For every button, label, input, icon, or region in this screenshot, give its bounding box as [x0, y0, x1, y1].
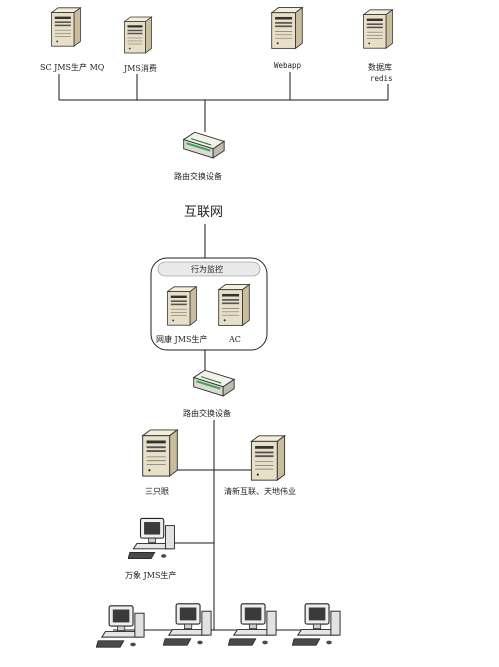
pc-label-wanxiang: 万象 JMS生产: [125, 570, 176, 580]
server-icon: [250, 435, 286, 481]
server-icon: [271, 7, 303, 49]
server-icon: [124, 16, 152, 54]
server-icon: [218, 284, 250, 326]
top-network-bus: [58, 72, 389, 132]
behavior-monitor-group: [150, 257, 268, 351]
pc-icon: [292, 603, 341, 646]
server-icon: [142, 429, 178, 477]
monitor-server-label-wangkang: 网康 JMS生产: [156, 334, 207, 344]
pc-icon: [228, 603, 277, 646]
server-label-sc-jms-mq: SC JMS生产 MQ: [40, 62, 105, 72]
server-sublabel-redis: redis: [370, 74, 393, 83]
monitor-box-title: 行为监控: [191, 264, 223, 274]
bottom-network-bus: [113, 420, 322, 631]
internet-label: 互联网: [184, 205, 223, 220]
pc-icon: [163, 603, 212, 646]
server-label-sanzhiyan: 三只眼: [145, 487, 169, 496]
server-icon: [363, 9, 393, 49]
server-label-webapp: Webapp: [274, 61, 302, 70]
server-label-jms-consumer: JMS消费: [123, 63, 157, 73]
pc-icon: [128, 517, 175, 560]
server-label-qingxin: 清新互联、天地伟业: [224, 486, 296, 496]
server-icon: [167, 286, 197, 326]
router-label-top: 路由交换设备: [174, 171, 222, 181]
router-label-bottom: 路由交换设备: [183, 408, 231, 418]
pc-icon: [96, 605, 145, 648]
router-icon: [182, 131, 226, 159]
router-icon: [192, 369, 236, 397]
monitor-server-label-ac: AC: [228, 335, 241, 344]
server-icon: [51, 7, 81, 47]
server-label-database: 数据库: [368, 62, 392, 72]
